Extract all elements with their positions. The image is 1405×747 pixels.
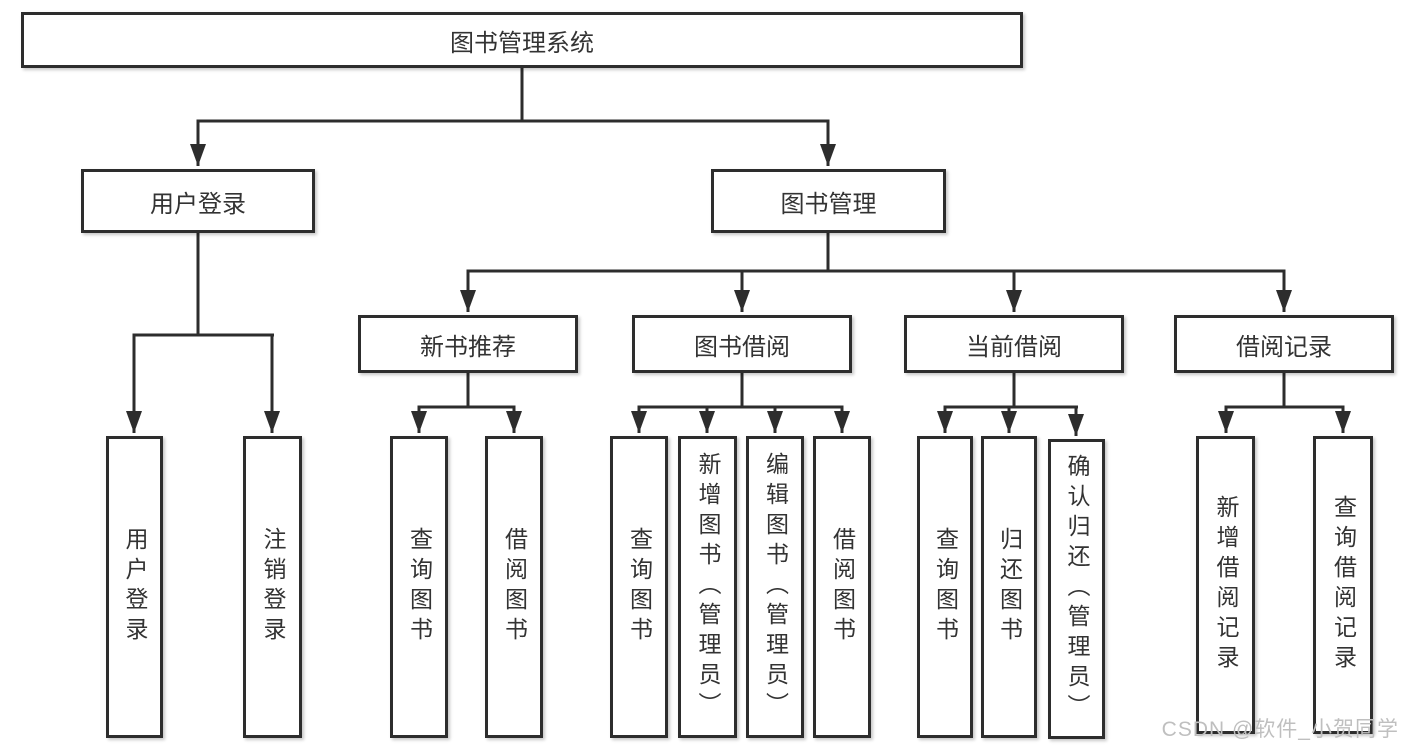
- node-library-management-system: 图书管理系统: [21, 12, 1023, 68]
- node-leaf-user-login: 用户登录: [106, 436, 163, 738]
- node-new-book-recommend: 新书推荐: [358, 315, 578, 373]
- node-book-management: 图书管理: [711, 169, 946, 233]
- node-user-login: 用户登录: [81, 169, 315, 233]
- node-leaf-add-borrow-record: 新增借阅记录: [1196, 436, 1255, 734]
- node-leaf-logout: 注销登录: [243, 436, 302, 738]
- node-leaf-borrow-books-borrowing: 借阅图书: [813, 436, 871, 738]
- node-borrowing-records: 借阅记录: [1174, 315, 1394, 373]
- node-leaf-return-book: 归还图书: [981, 436, 1037, 738]
- node-leaf-query-books-recommend: 查询图书: [390, 436, 448, 738]
- node-leaf-add-book-admin: 新增图书（管理员）: [678, 436, 737, 738]
- node-leaf-borrow-books-recommend: 借阅图书: [485, 436, 543, 738]
- node-leaf-query-books-current: 查询图书: [917, 436, 973, 738]
- node-leaf-query-borrow-record: 查询借阅记录: [1313, 436, 1373, 734]
- node-leaf-edit-book-admin: 编辑图书（管理员）: [746, 436, 804, 738]
- node-leaf-query-books-borrowing: 查询图书: [610, 436, 668, 738]
- node-book-borrowing: 图书借阅: [632, 315, 852, 373]
- csdn-watermark: CSDN @软件_小贺同学: [1161, 718, 1399, 741]
- node-current-borrowing: 当前借阅: [904, 315, 1124, 373]
- node-leaf-confirm-return-admin: 确认归还（管理员）: [1048, 439, 1105, 739]
